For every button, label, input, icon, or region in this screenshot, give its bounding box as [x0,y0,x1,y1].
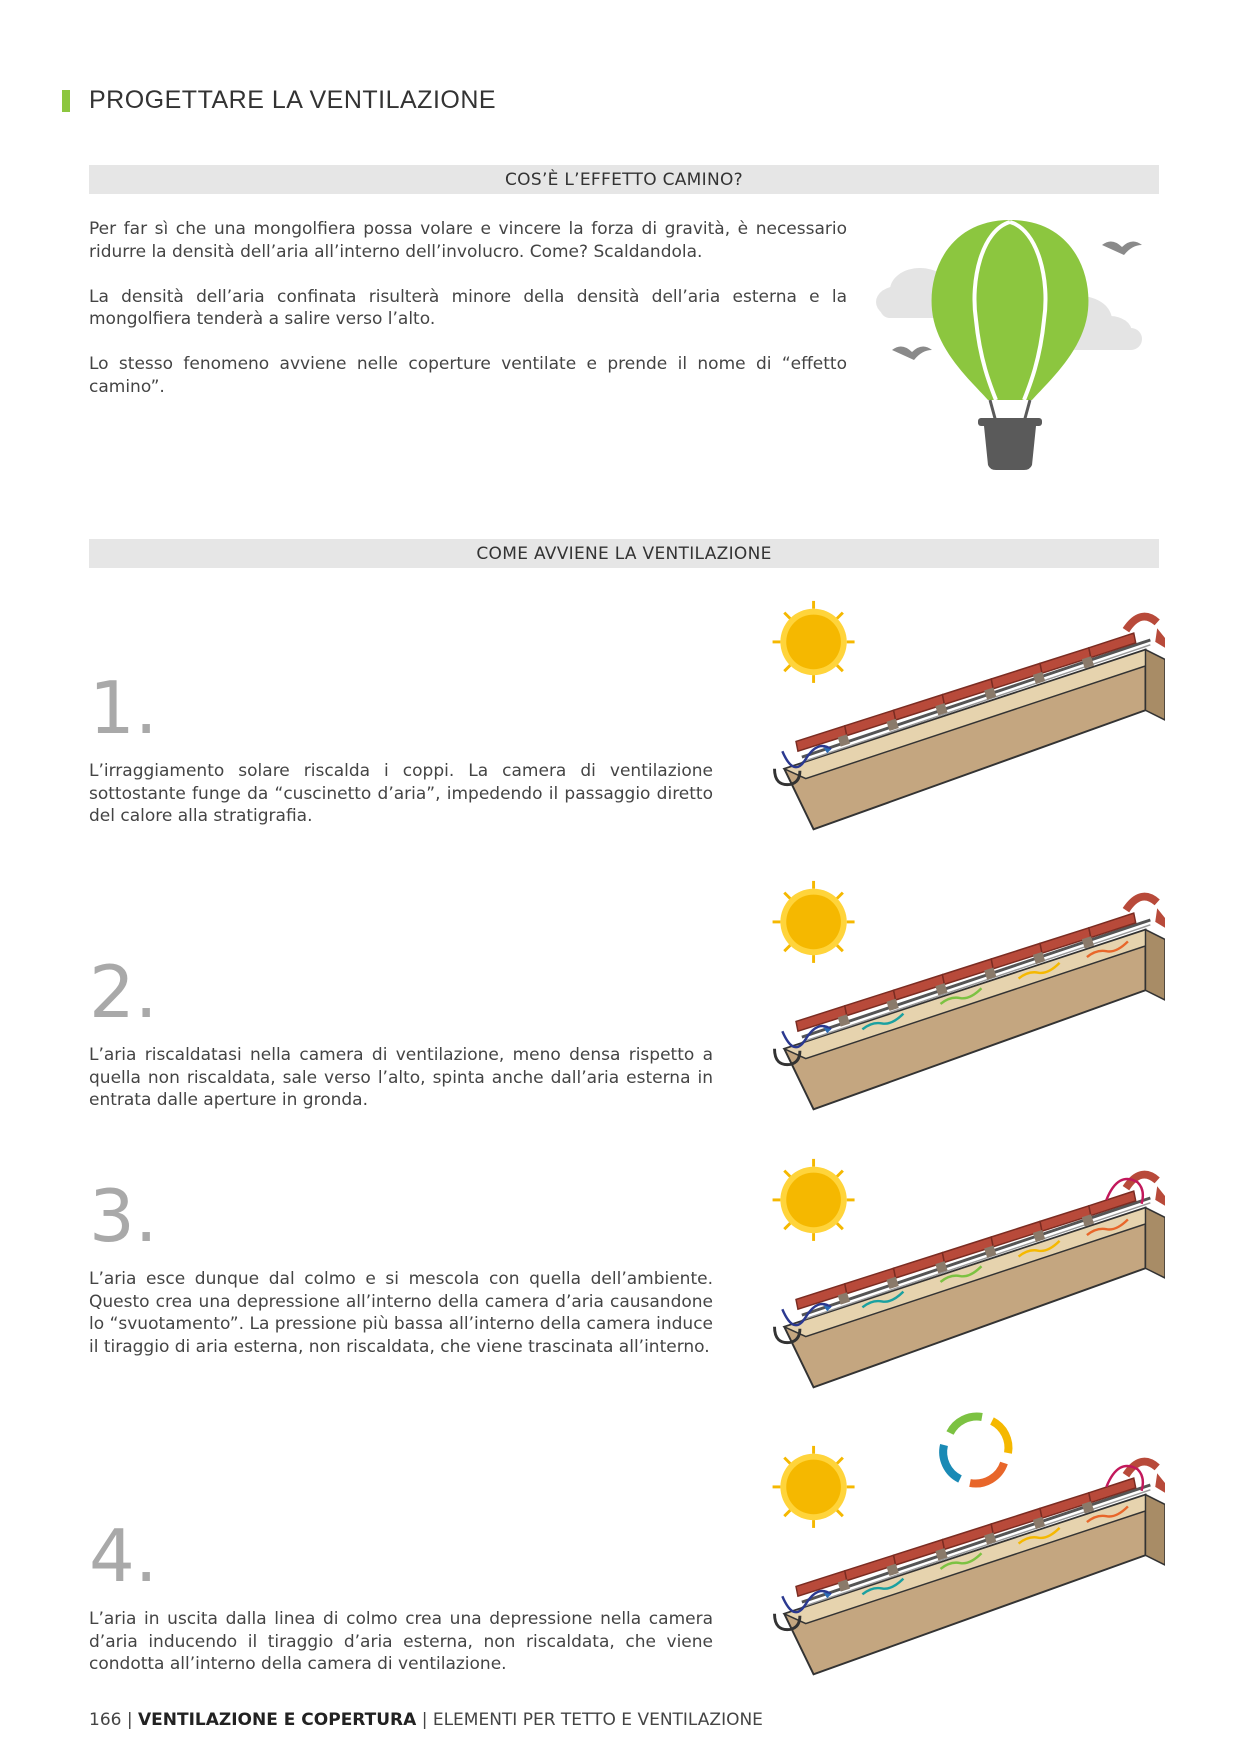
intro-paragraph: Per far sì che una mongolfiera possa vol… [89,219,847,262]
bird-icon [1102,241,1142,255]
step-text: L’aria esce dunque dal colmo e si mescol… [89,1269,713,1357]
footer-separator: | [421,1710,428,1730]
roof-diagram [755,1445,1165,1685]
air-flow-arrows [861,1177,1145,1309]
page-header: PROGETTARE LA VENTILAZIONE [62,86,496,115]
page-footer: 166 | VENTILAZIONE E COPERTURA | ELEMENT… [89,1710,763,1730]
step-number: 2. [89,950,158,1034]
section-title-effetto-camino: COS’È L’EFFETTO CAMINO? [89,165,1159,194]
footer-subtitle: ELEMENTI PER TETTO E VENTILAZIONE [432,1710,763,1730]
step-text: L’aria riscaldatasi nella camera di vent… [89,1045,713,1110]
roof-diagram [755,600,1165,840]
cycle-arrows-icon [939,1412,1013,1488]
intro-paragraph: Lo stesso fenomeno avviene nelle copertu… [89,354,847,397]
page-number: 166 [89,1710,122,1730]
page-title: PROGETTARE LA VENTILAZIONE [89,86,497,114]
footer-section: VENTILAZIONE E COPERTURA [138,1710,417,1730]
section-title-ventilazione: COME AVVIENE LA VENTILAZIONE [89,539,1159,568]
step-text: L’aria in uscita dalla linea di colmo cr… [89,1609,713,1674]
step-number: 4. [89,1514,158,1598]
intro-text: Per far sì che una mongolfiera possa vol… [89,218,847,421]
balloon-icon [876,220,1142,470]
footer-separator: | [126,1710,133,1730]
air-flow-arrows [861,1464,1145,1596]
roof-diagram [755,880,1165,1120]
intro-paragraph: La densità dell’aria confinata risulterà… [89,286,847,330]
roof-diagram [755,1158,1165,1398]
step-number: 3. [89,1174,158,1258]
air-flow-arrows [861,940,1129,1031]
bird-icon [892,346,932,360]
step-text: L’irraggiamento solare riscalda i coppi.… [89,761,713,826]
step-number: 1. [89,666,158,750]
header-accent-bar [62,89,70,112]
